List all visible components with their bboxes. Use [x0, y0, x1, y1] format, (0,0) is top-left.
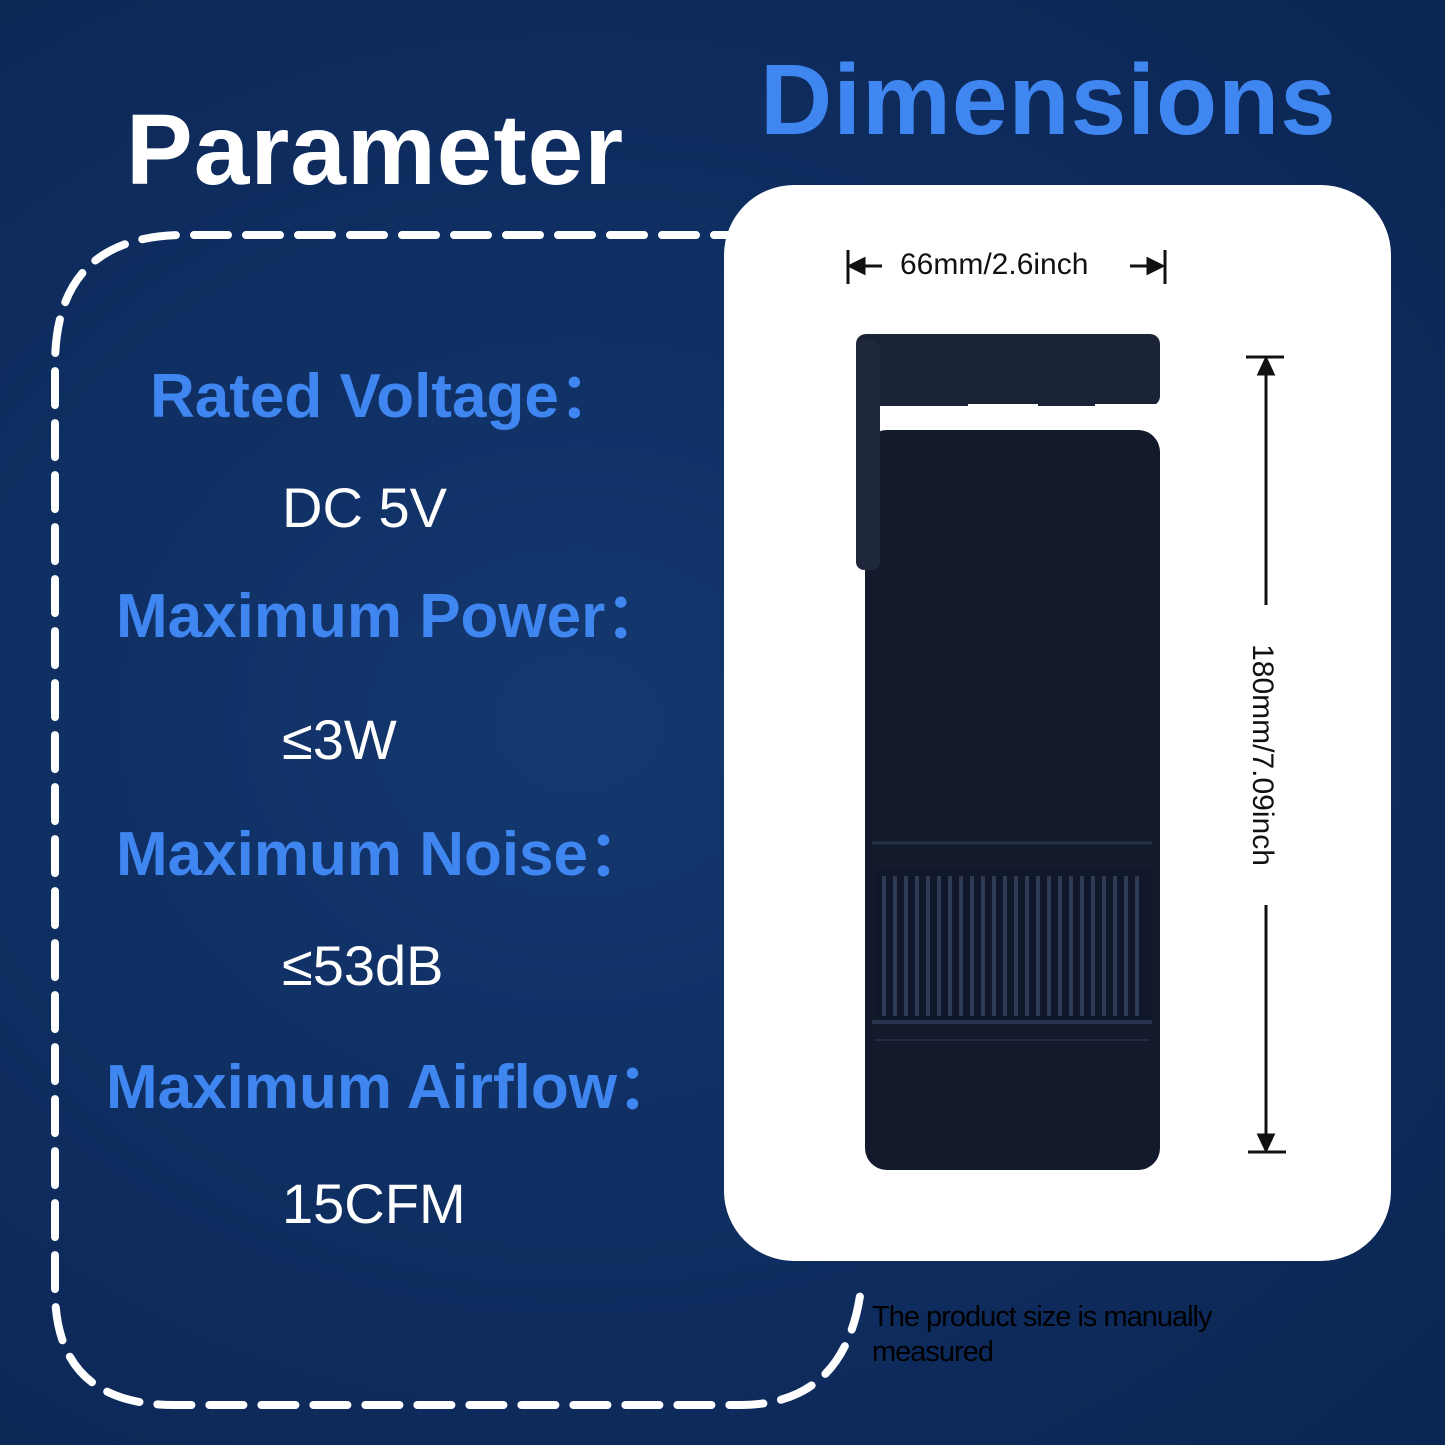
- width-measurement: 66mm/2.6inch: [900, 248, 1089, 281]
- air-purifier-illustration: [856, 334, 1160, 1170]
- parameter-title: Parameter: [126, 94, 625, 206]
- spec-value-rated-voltage: DC 5V: [282, 476, 447, 539]
- dimensions-title: Dimensions: [760, 44, 1337, 156]
- spec-value-maximum-power: ≤3W: [282, 708, 397, 771]
- spec-label-maximum-airflow: Maximum Airflow：: [106, 1053, 679, 1122]
- spec-label-maximum-power: Maximum Power：: [116, 582, 668, 651]
- spec-label-rated-voltage: Rated Voltage：: [150, 362, 621, 431]
- dashed-frame: [51, 231, 866, 1409]
- vent-grille: [882, 876, 1139, 1016]
- height-measurement: 180mm/7.09inch: [1246, 644, 1279, 866]
- measurement-note: The product size is manually measured: [872, 1301, 1213, 1368]
- height-dimension-line: [1246, 355, 1286, 1154]
- spec-value-maximum-airflow: 15CFM: [282, 1172, 466, 1235]
- spec-label-maximum-noise: Maximum Noise：: [116, 820, 651, 889]
- spec-value-maximum-noise: ≤53dB: [282, 934, 444, 997]
- width-dimension-line: [846, 250, 1167, 284]
